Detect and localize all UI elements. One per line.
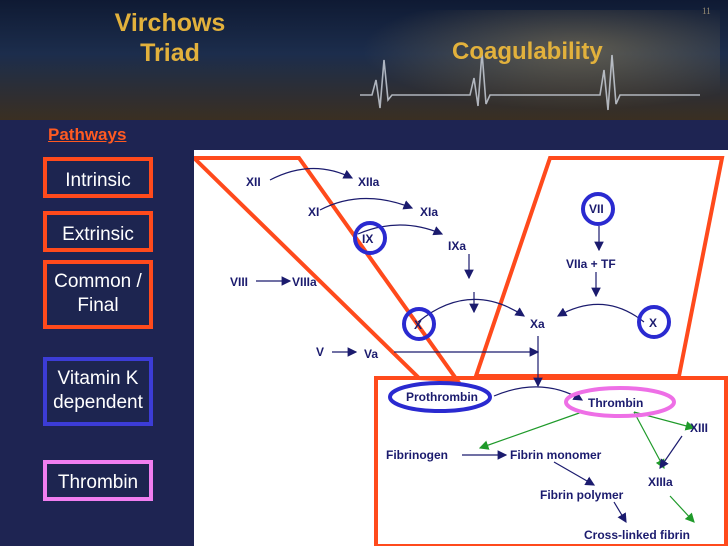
factor-va: Va <box>364 347 378 361</box>
arrow-xiii-xiiia <box>659 435 683 469</box>
arrow-thrombin-xiii <box>633 411 665 470</box>
pathway-extrinsic[interactable]: Extrinsic <box>43 211 153 252</box>
slide-number: 11 <box>702 6 711 16</box>
label-fibrin-monomer: Fibrin monomer <box>510 448 602 462</box>
factor-xa: Xa <box>530 317 545 331</box>
pathway-vitamin-k[interactable]: Vitamin K dependent <box>43 357 153 426</box>
pathway-thrombin-label: Thrombin <box>57 472 139 493</box>
common-pathway-box <box>374 376 728 546</box>
arrow-x-right-xa <box>556 303 645 323</box>
vitk-circle-vii <box>581 192 615 226</box>
pathway-vitamin-k-label: Vitamin K dependent <box>53 368 143 413</box>
pathways-heading: Pathways <box>48 125 127 144</box>
arrow-thrombin-fibrinogen <box>478 411 583 450</box>
factor-viiia: VIIIa <box>292 275 317 289</box>
label-prothrombin: Prothrombin <box>406 390 478 404</box>
factor-viii: VIII <box>230 275 248 289</box>
arrow-polymer-crosslinked <box>613 501 627 524</box>
header-glow <box>360 10 720 110</box>
vitk-circle-ix <box>353 221 387 255</box>
label-fibrinogen: Fibrinogen <box>386 448 448 462</box>
intrinsic-highlight-region <box>194 156 462 383</box>
factor-v: V <box>316 345 324 359</box>
page-title: Virchows Triad <box>114 9 226 67</box>
factor-ixa: IXa <box>448 239 466 253</box>
label-thrombin: Thrombin <box>588 396 643 410</box>
pathway-intrinsic[interactable]: Intrinsic <box>43 157 153 198</box>
label-xiii: XIII <box>690 421 708 435</box>
factor-vii: VII <box>589 202 604 216</box>
arrow-xi-xia <box>319 197 414 211</box>
vitk-circle-x-left <box>402 307 436 341</box>
page-subtitle: Coagulability <box>452 38 603 65</box>
factor-xiia: XIIa <box>358 175 380 189</box>
coagulation-diagram: XII XIIa XI XIa IX IXa VIII VIIIa X Xa X… <box>194 150 728 546</box>
slide-header: Virchows Triad Coagulability 11 <box>0 0 728 120</box>
factor-xi: XI <box>308 205 319 219</box>
pathway-extrinsic-label: Extrinsic <box>62 224 134 245</box>
factor-x-left: X <box>414 318 422 332</box>
factor-xia: XIa <box>420 205 438 219</box>
pathway-thrombin[interactable]: Thrombin <box>43 460 153 501</box>
factor-viia-tf: VIIa + TF <box>566 257 616 271</box>
arrow-xii-xiia <box>269 167 354 181</box>
pathway-common-label: Common / Final <box>54 271 142 316</box>
label-fibrin-polymer: Fibrin polymer <box>540 488 624 502</box>
arrow-monomer-polymer <box>553 461 596 486</box>
pathway-common-final[interactable]: Common / Final <box>43 260 153 329</box>
factor-xii: XII <box>246 175 261 189</box>
factor-ix: IX <box>362 232 373 246</box>
thrombin-highlight-ellipse <box>564 386 676 418</box>
factor-x-right: X <box>649 316 657 330</box>
pathway-intrinsic-label: Intrinsic <box>65 170 131 191</box>
label-xiiia: XIIIa <box>648 475 673 489</box>
vitk-circle-prothrombin <box>388 381 492 413</box>
arrow-ix-ixa <box>357 224 444 236</box>
arrow-xiiia-crosslinked <box>669 495 695 523</box>
ecg-trace-decoration <box>360 51 700 111</box>
label-cross-linked-fibrin: Cross-linked fibrin <box>584 528 690 542</box>
vitk-circle-x-right <box>637 305 671 339</box>
coagulation-cascade-svg: XII XIIa XI XIa IX IXa VIII VIIIa X Xa X… <box>194 156 728 546</box>
